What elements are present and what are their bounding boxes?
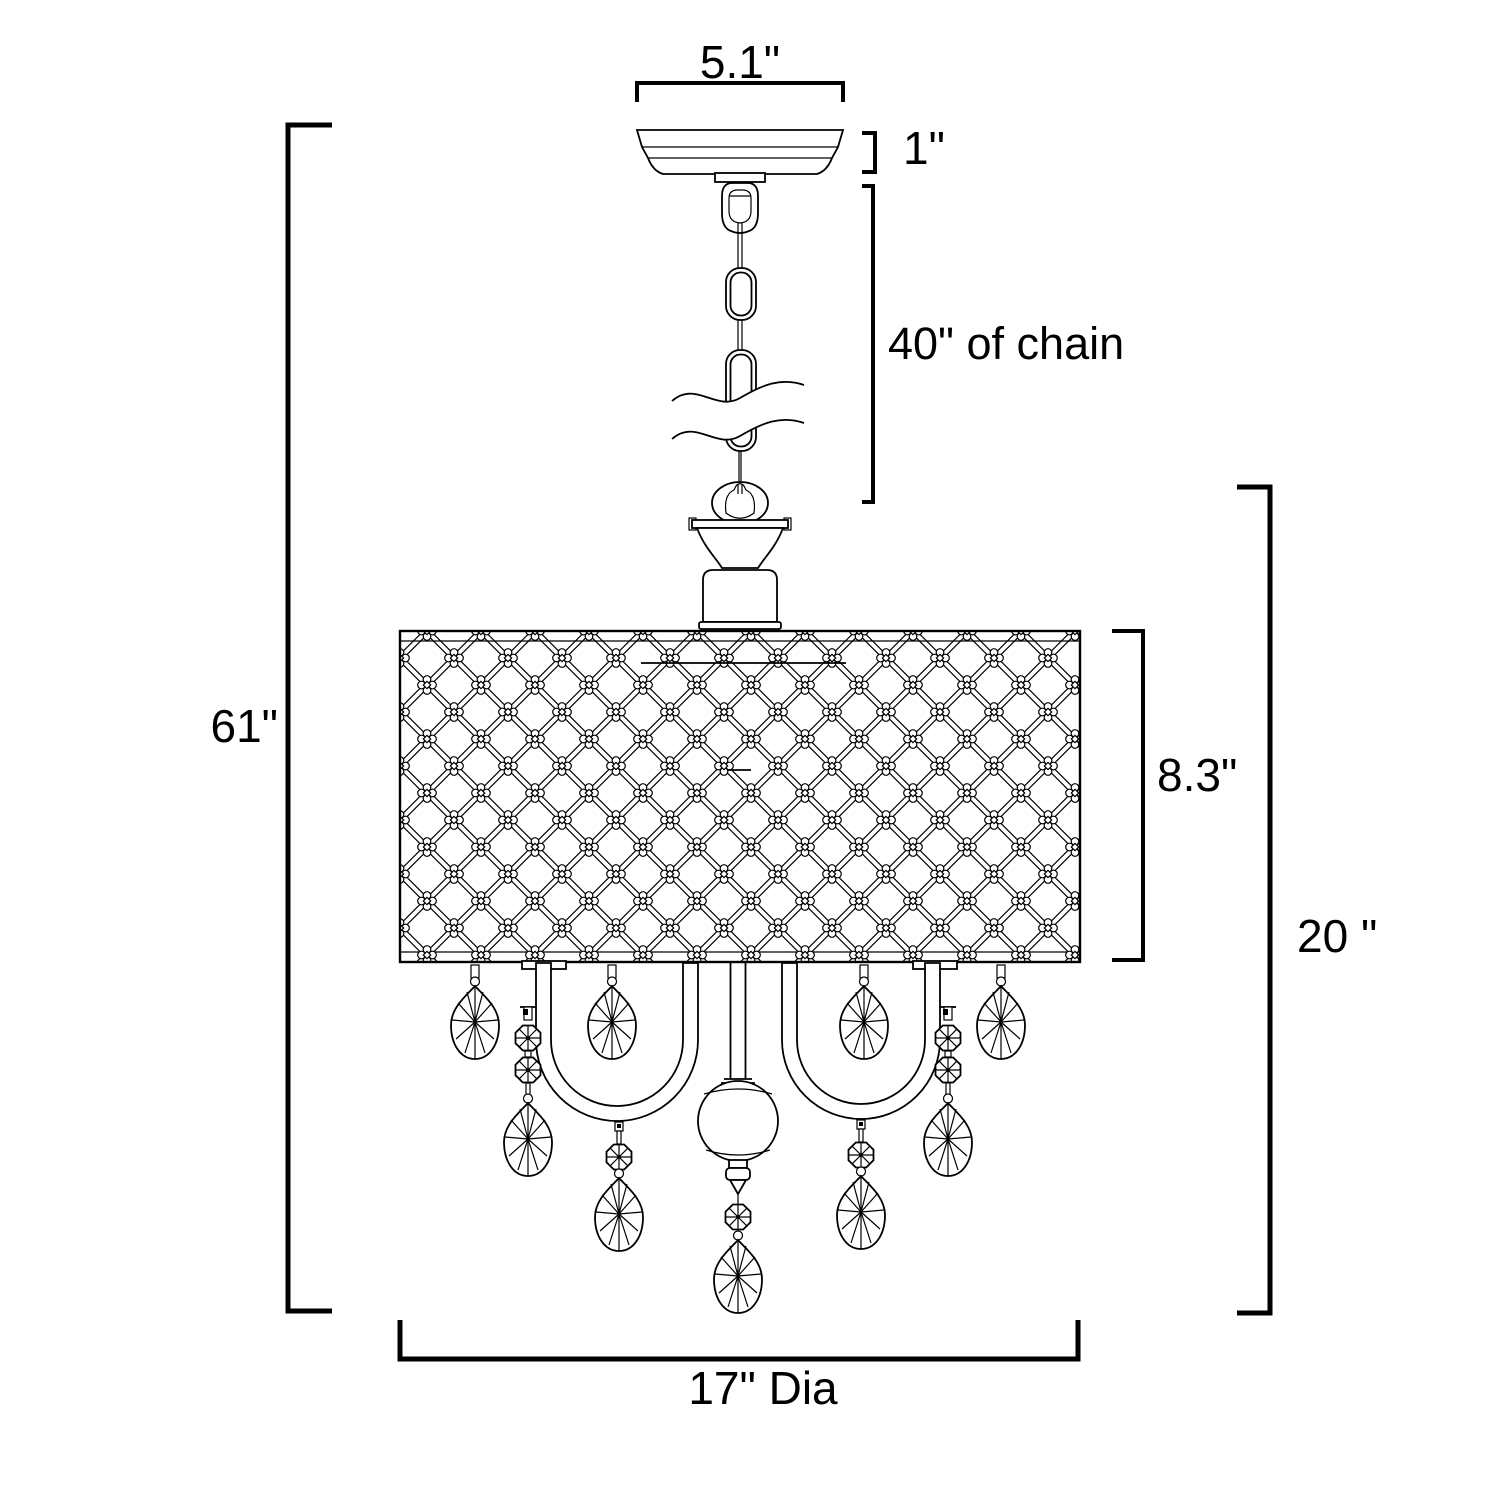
label-shade-height: 8.3" — [1157, 749, 1237, 801]
shade-lattice — [400, 631, 1080, 962]
arms — [521, 960, 958, 1122]
canopy-collar — [714, 172, 766, 183]
finial-neck — [728, 1159, 748, 1169]
label-overall-height: 61" — [211, 700, 279, 752]
bead-chain-right — [923, 1006, 973, 1177]
crystal-drop — [450, 964, 500, 1060]
shade-border — [398, 629, 1082, 964]
chain-link — [725, 267, 757, 321]
mount-ring-decor — [724, 483, 756, 519]
chain-break-symbol — [671, 381, 805, 441]
arm-drop-left — [594, 1121, 644, 1252]
dimension-canopy-width: 5.1" — [635, 36, 845, 102]
bracket-fixture-diameter — [397, 1320, 1081, 1362]
left-arm-tube — [535, 962, 699, 1122]
ceiling-canopy — [635, 129, 845, 183]
stem-cylinder — [702, 569, 778, 623]
bracket-fixture-height — [1237, 484, 1273, 1316]
dimension-fixture-diameter: 17" Dia — [397, 1320, 1081, 1414]
bracket-shade-height — [1112, 629, 1145, 962]
bracket-chain-length — [862, 184, 875, 504]
funnel — [695, 527, 785, 569]
octagon-bead — [724, 1203, 752, 1231]
bead-chain-left — [503, 1006, 553, 1177]
label-chain-length: 40" of chain — [888, 318, 1124, 369]
ball-seams — [703, 1088, 773, 1156]
mount-ring — [711, 481, 769, 525]
dimension-shade-height: 8.3" — [1112, 629, 1237, 962]
label-canopy-width: 5.1" — [700, 36, 780, 88]
shade-ring-mount — [688, 481, 792, 630]
bracket-canopy-height — [862, 131, 877, 174]
teardrop-crystal — [713, 1230, 763, 1314]
inner-frame-lines — [641, 662, 846, 771]
finial-cone — [728, 1179, 748, 1196]
drum-shade — [398, 629, 1082, 964]
center-rod — [729, 963, 747, 1079]
center-column — [697, 963, 779, 1314]
dimension-overall-height: 61" — [211, 122, 332, 1314]
bracket-overall-height — [285, 122, 332, 1314]
label-fixture-diameter: 17" Dia — [688, 1362, 838, 1414]
stem-base — [698, 621, 782, 630]
label-canopy-height: 1" — [903, 122, 945, 174]
dimension-chain-length: 40" of chain — [862, 184, 1124, 504]
dimension-canopy-height: 1" — [862, 122, 945, 174]
rim-crystals — [450, 964, 1026, 1060]
canopy-trim-lines — [642, 146, 838, 159]
canopy-body — [635, 129, 845, 175]
dimension-fixture-height: 20 " — [1237, 484, 1377, 1316]
chain — [671, 223, 805, 497]
hanging-loop — [721, 182, 759, 234]
crystal-drop — [976, 964, 1026, 1060]
arm-drop-right — [836, 1119, 886, 1250]
crystal-drop — [587, 964, 637, 1060]
mount-ring-wire — [737, 484, 743, 494]
chain-wires — [737, 223, 743, 497]
bobeche-plate — [691, 519, 789, 529]
label-fixture-height: 20 " — [1297, 910, 1377, 962]
right-arm-tube — [781, 962, 941, 1120]
loop-inner — [728, 189, 752, 224]
crystal-drop — [839, 964, 889, 1060]
bracket-canopy-width — [635, 81, 845, 102]
finial-collar — [725, 1167, 751, 1181]
